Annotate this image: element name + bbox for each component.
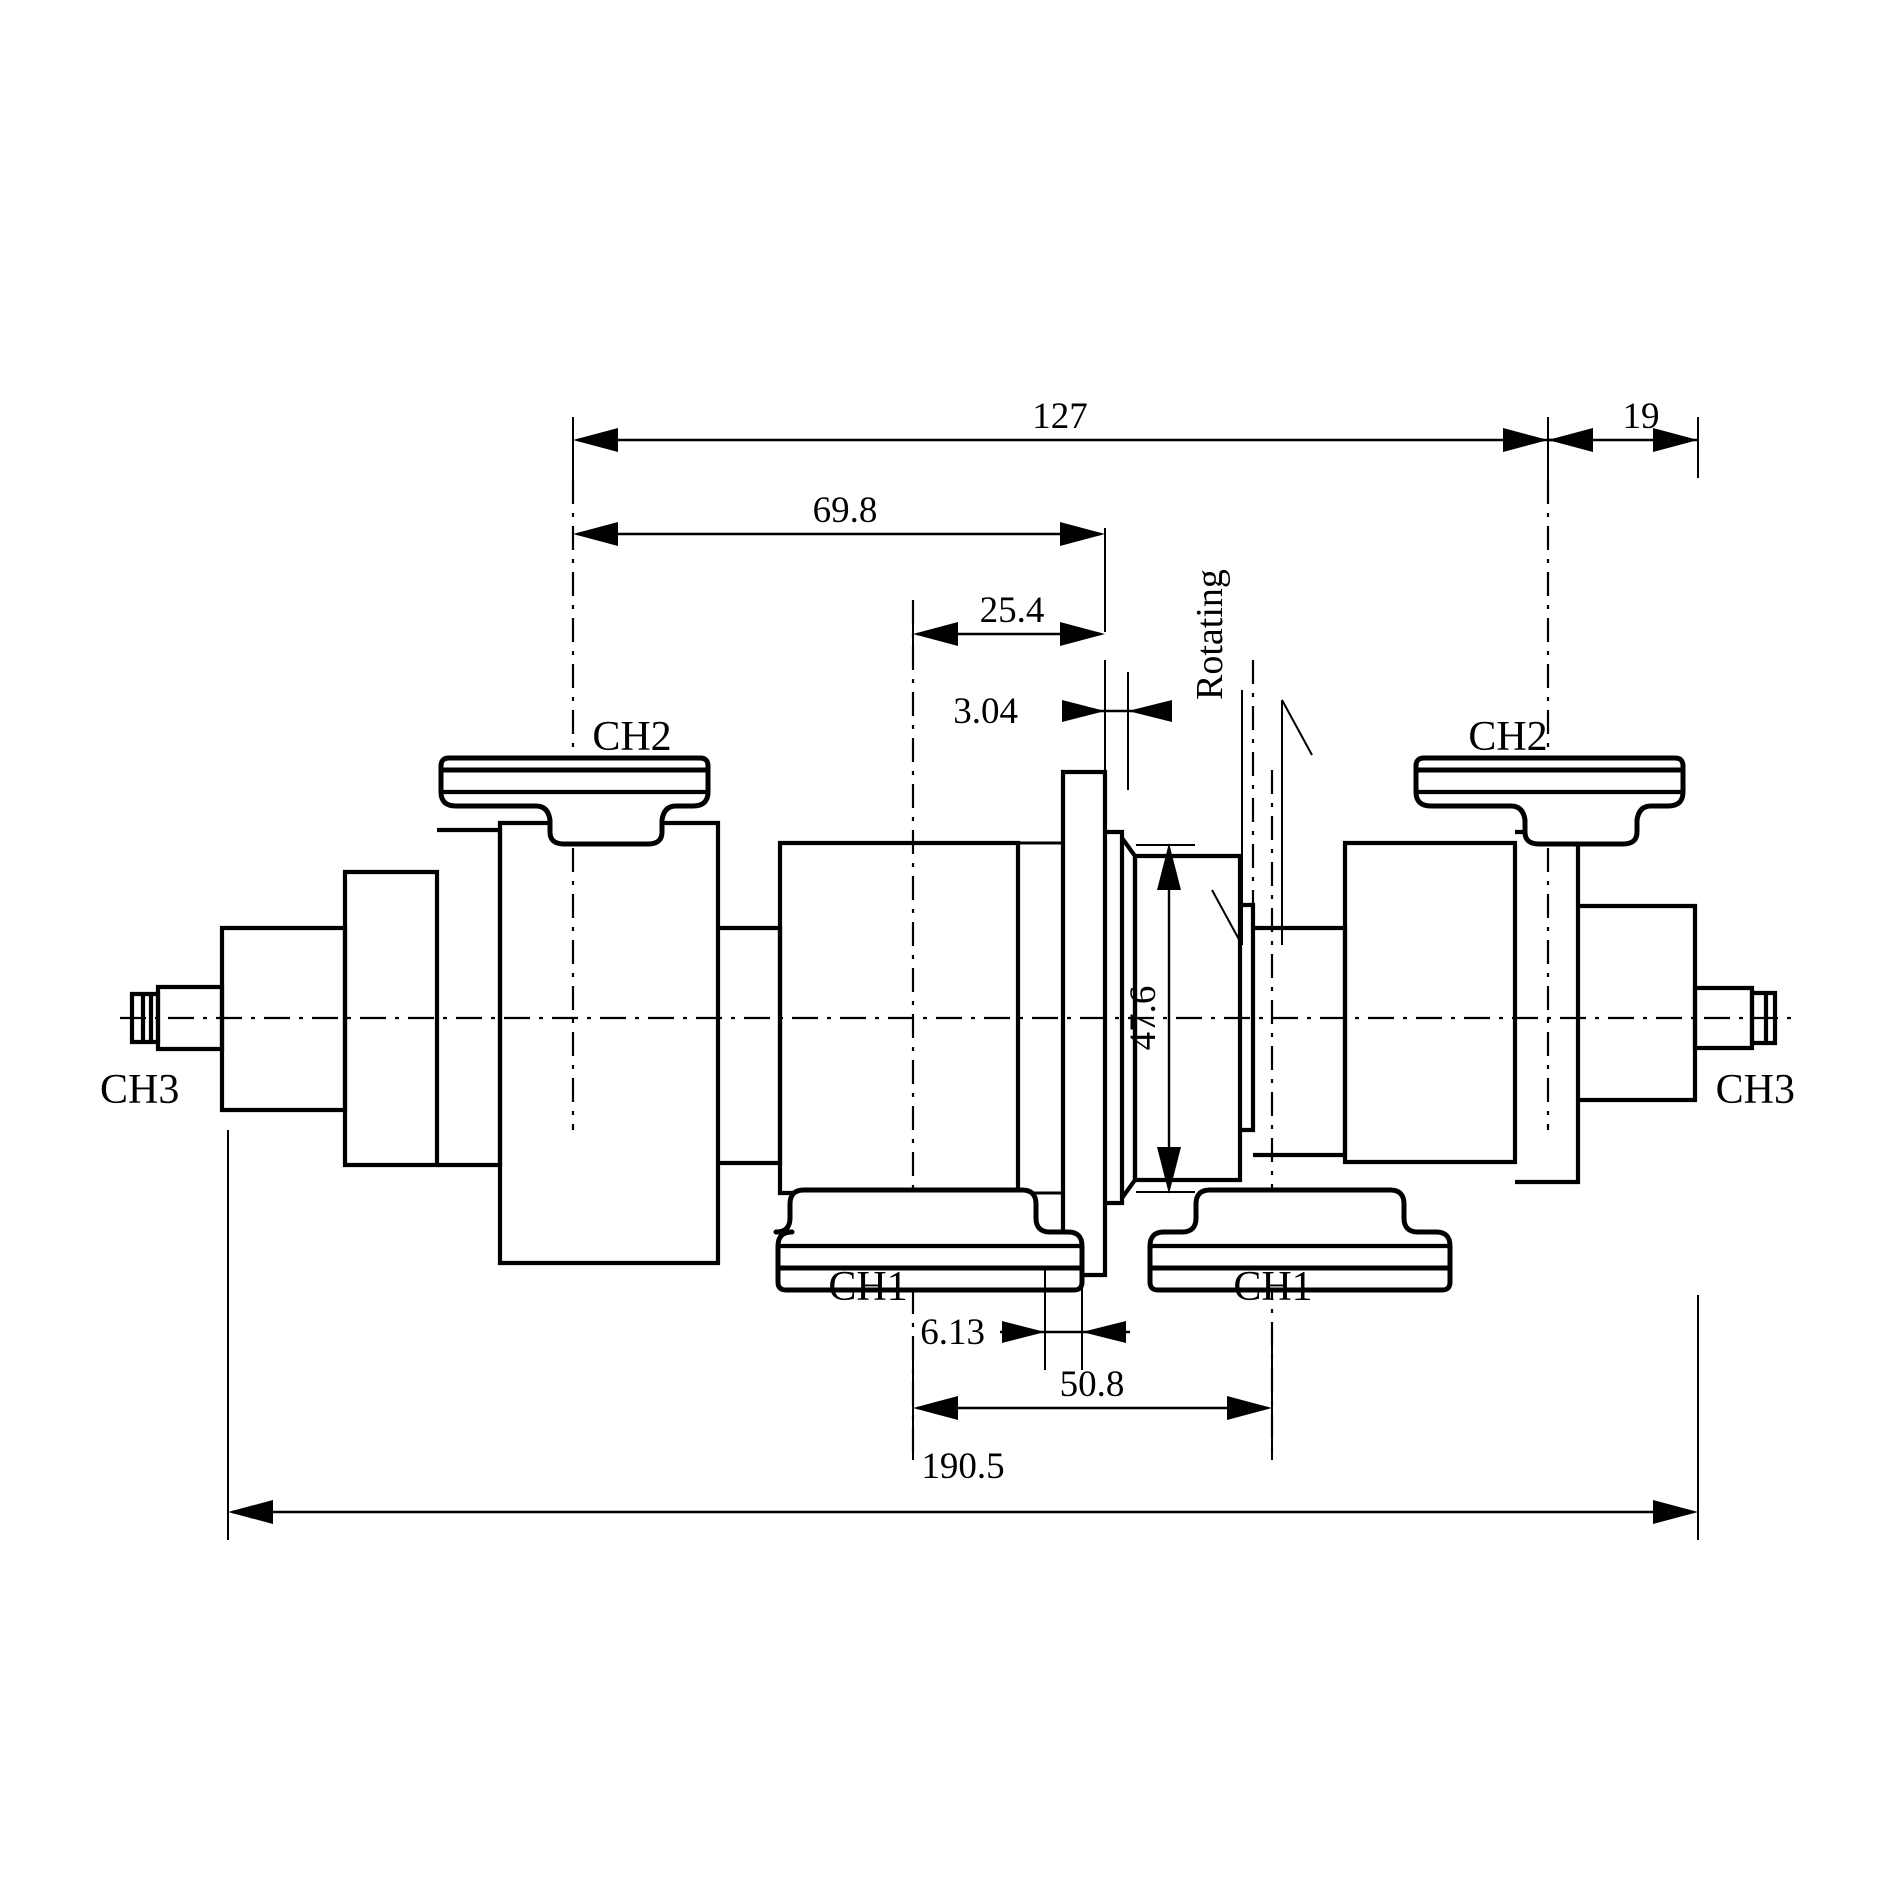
right-inner-sleeve [1253, 925, 1348, 1158]
balance-disc [1060, 769, 1108, 1278]
dim-25-4-text: 25.4 [980, 590, 1045, 631]
accelerometer-ch1-left [773, 1187, 1085, 1293]
left-mid-shaft [718, 925, 783, 1166]
rotating-label: Rotating [1189, 569, 1231, 700]
right-shaft-stub [1692, 985, 1778, 1051]
label-ch2-right: CH2 [1468, 714, 1547, 760]
dim-19: 19 [1548, 396, 1699, 478]
dim-190-5-text: 190.5 [921, 1446, 1004, 1487]
left-sensor-post-ch2 [437, 827, 503, 1168]
label-ch3-right: CH3 [1716, 1067, 1795, 1113]
label-ch2-left: CH2 [592, 714, 671, 760]
dim-3-04: 3.04 [953, 660, 1172, 790]
dim-3-04-text: 3.04 [953, 691, 1018, 732]
dim-25-4: 25.4 [912, 590, 1105, 660]
right-sensor-post-ch2 [1515, 829, 1581, 1185]
dim-50-8-text: 50.8 [1060, 1364, 1125, 1405]
dim-19-text: 19 [1623, 396, 1660, 437]
label-ch3-left: CH3 [100, 1067, 179, 1113]
label-ch1-left: CH1 [828, 1264, 907, 1310]
channel-labels: CH3 CH3 CH2 CH2 CH1 CH1 [100, 714, 1795, 1310]
dim-6-13-text: 6.13 [920, 1312, 985, 1353]
dim-69-8-text: 69.8 [813, 490, 878, 531]
accelerometer-ch2-left [438, 755, 711, 847]
right-rotor-body [1342, 840, 1518, 1165]
dim-190-5: 190.5 [227, 1130, 1699, 1540]
left-rotor-body [497, 820, 721, 1266]
dim-47-6: 47.6 [1123, 843, 1195, 1194]
dim-47-6-text: 47.6 [1123, 986, 1164, 1051]
dim-6-13: 6.13 [920, 1268, 1130, 1370]
dim-127: 127 [572, 396, 1552, 480]
accelerometer-ch2-right [1413, 755, 1686, 847]
dim-127-text: 127 [1032, 396, 1088, 437]
dim-69-8: 69.8 [573, 490, 1106, 632]
dim-50-8: 50.8 [912, 1340, 1273, 1460]
label-ch1-right: CH1 [1233, 1264, 1312, 1310]
right-bearing-block [1578, 903, 1698, 1103]
rotating-annotation: Rotating [1189, 569, 1313, 946]
central-hub [1132, 853, 1256, 1183]
accelerometer-ch1-right [1147, 1187, 1453, 1293]
